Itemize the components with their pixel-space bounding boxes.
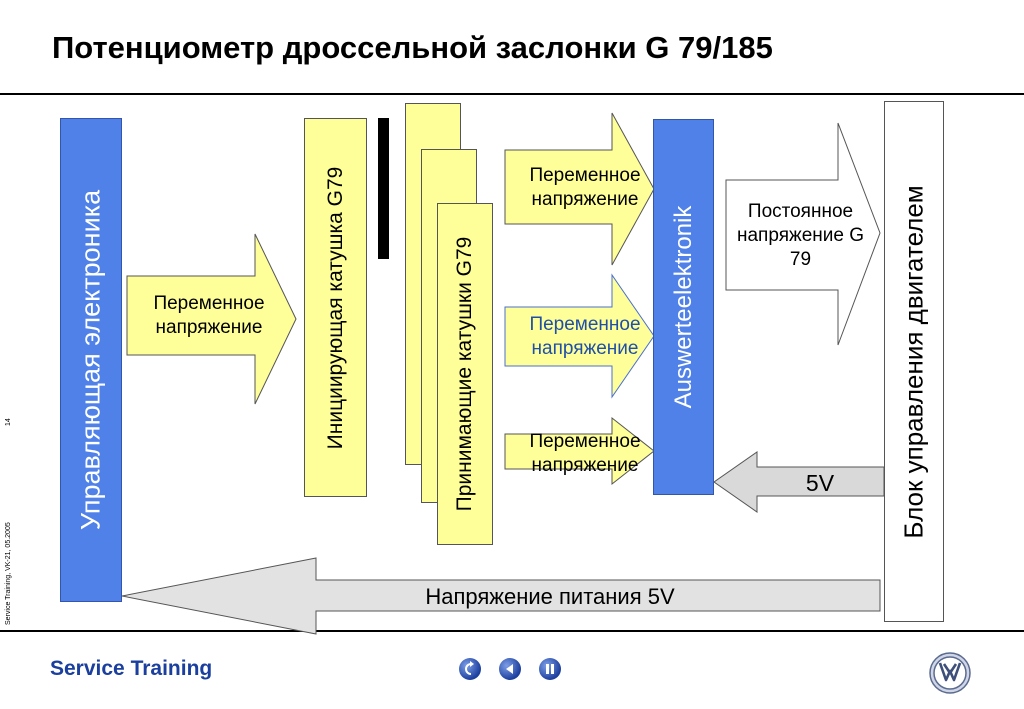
receiving-coils-label: Принимающие катушки G79: [453, 236, 476, 512]
control-electronics-label: Управляющая электроника: [75, 189, 106, 531]
ecu-label: Блок управления двигателем: [898, 184, 929, 539]
arrow-right-2-label: Переменное напряжение: [529, 314, 641, 359]
ecu-box: Блок управления двигателем: [884, 101, 944, 622]
pause-icon: [546, 664, 554, 674]
arrow-right-1-shape: [504, 112, 655, 266]
receiving-coils-box: Принимающие катушки G79: [437, 203, 493, 545]
supply-arrow-shape: [121, 557, 881, 635]
dc-arrow-label: Постоянное напряжение G 79: [737, 201, 864, 270]
back-to-start-button[interactable]: [459, 658, 481, 680]
arrow-right-1-label: Переменное напряжение: [529, 165, 641, 210]
arrow-right-2-shape: [504, 273, 655, 399]
service-training-label: Service Training: [50, 657, 213, 680]
core-bar: [378, 118, 389, 259]
vw-logo: [929, 652, 971, 694]
excitation-coil-label: Инициирующая катушка G79: [323, 166, 347, 449]
header-divider: [0, 93, 1024, 95]
evaluation-electronics-label: Auswerteelektronik: [669, 205, 697, 409]
arrow-5v-shape: [713, 451, 885, 513]
excitation-coil-box: Инициирующая катушка G79: [304, 118, 367, 497]
arrow-right-3-shape: [504, 416, 655, 486]
pause-button[interactable]: [539, 658, 561, 680]
arrow-left-shape: [126, 233, 297, 405]
previous-button[interactable]: [499, 658, 521, 680]
arrow-5v-label: 5V: [805, 470, 835, 496]
control-electronics-box: Управляющая электроника: [60, 118, 122, 602]
page-title: Потенциометр дроссельной заслонки G 79/1…: [52, 30, 773, 65]
arrow-right-3-label: Переменное напряжение: [529, 431, 641, 476]
footer-divider: [0, 630, 1024, 632]
supply-arrow-label: Напряжение питания 5V: [425, 584, 675, 609]
back-to-start-icon: [465, 661, 474, 675]
dc-arrow-shape: [725, 122, 881, 346]
arrow-left-label: Переменное напряжение: [153, 293, 265, 338]
evaluation-electronics-box: Auswerteelektronik: [653, 119, 714, 495]
previous-icon: [506, 664, 513, 674]
